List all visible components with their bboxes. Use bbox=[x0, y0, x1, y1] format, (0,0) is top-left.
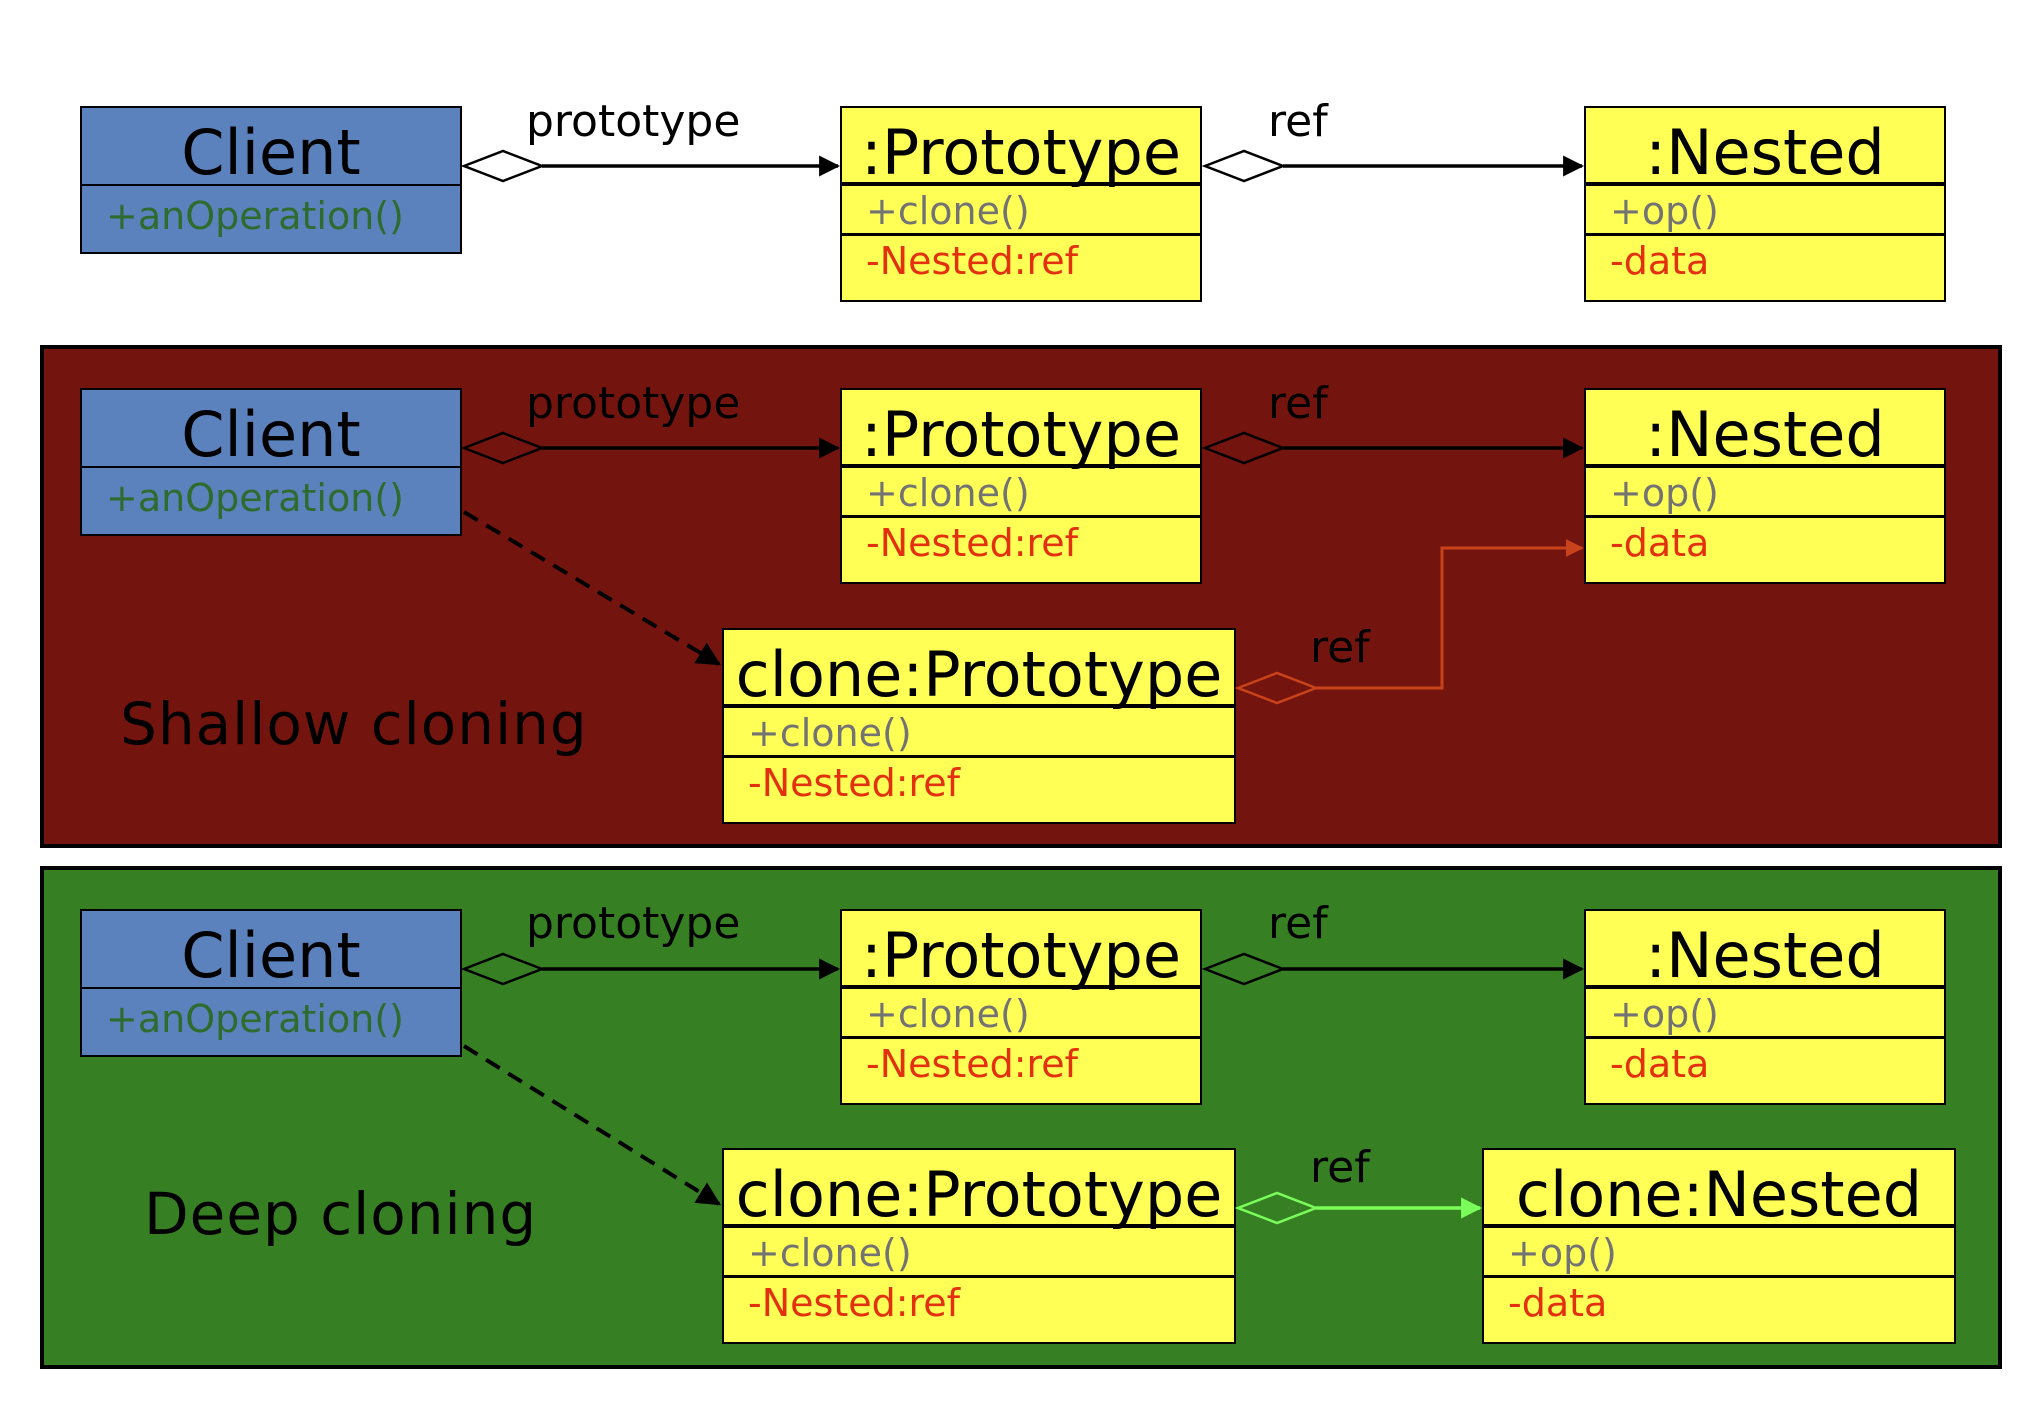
top-nested-operation: +op() bbox=[1586, 186, 1944, 236]
deep-clone-nested-name: clone:Nested bbox=[1484, 1150, 1954, 1231]
deep-clone-nested-box: clone:Nested +op() -data bbox=[1482, 1148, 1956, 1344]
shallow-clone-dashed-arrow bbox=[462, 510, 722, 666]
deep-nested-name: :Nested bbox=[1586, 911, 1944, 992]
top-client-operation: +anOperation() bbox=[106, 194, 404, 238]
shallow-nested-name: :Nested bbox=[1586, 390, 1944, 471]
deep-cloning-title: Deep cloning bbox=[144, 1180, 538, 1248]
shallow-clone-ref-diamond bbox=[1234, 671, 1320, 705]
deep-prototype-diamond bbox=[460, 952, 546, 986]
deep-clone-dashed-arrow bbox=[462, 1044, 722, 1206]
top-nested-box: :Nested +op() -data bbox=[1584, 106, 1946, 302]
shallow-clone-name: clone:Prototype bbox=[724, 630, 1234, 711]
deep-clone-box: clone:Prototype +clone() -Nested:ref bbox=[722, 1148, 1236, 1344]
top-ref-diamond bbox=[1201, 149, 1287, 183]
shallow-nested-operation: +op() bbox=[1586, 468, 1944, 518]
deep-prototype-label: prototype bbox=[526, 898, 741, 949]
deep-nested-box: :Nested +op() -data bbox=[1584, 909, 1946, 1105]
shallow-client-name: Client bbox=[82, 390, 460, 471]
shallow-clone-ref-label: ref bbox=[1310, 622, 1370, 673]
deep-client-box: Client +anOperation() bbox=[80, 909, 462, 1057]
shallow-nested-attribute: -data bbox=[1610, 521, 1710, 565]
top-nested-attribute: -data bbox=[1610, 239, 1710, 283]
top-nested-name: :Nested bbox=[1586, 108, 1944, 189]
deep-prototype-name: :Prototype bbox=[842, 911, 1200, 992]
deep-clone-attribute: -Nested:ref bbox=[748, 1281, 961, 1325]
deep-client-name: Client bbox=[82, 911, 460, 992]
deep-nested-attribute: -data bbox=[1610, 1042, 1710, 1086]
shallow-nested-box: :Nested +op() -data bbox=[1584, 388, 1946, 584]
shallow-clone-operation: +clone() bbox=[724, 708, 1234, 758]
shallow-clone-box: clone:Prototype +clone() -Nested:ref bbox=[722, 628, 1236, 824]
deep-clone-ref-label: ref bbox=[1310, 1142, 1370, 1193]
shallow-prototype-box: :Prototype +clone() -Nested:ref bbox=[840, 388, 1202, 584]
top-prototype-diamond bbox=[460, 149, 546, 183]
deep-prototype-attribute: -Nested:ref bbox=[866, 1042, 1079, 1086]
shallow-prototype-label: prototype bbox=[526, 378, 741, 429]
shallow-ref-label: ref bbox=[1268, 378, 1328, 429]
top-prototype-attribute: -Nested:ref bbox=[866, 239, 1079, 283]
top-prototype-operation: +clone() bbox=[842, 186, 1200, 236]
shallow-prototype-diamond bbox=[460, 431, 546, 465]
shallow-ref-diamond bbox=[1201, 431, 1287, 465]
top-prototype-name: :Prototype bbox=[842, 108, 1200, 189]
deep-ref-diamond bbox=[1201, 952, 1287, 986]
shallow-clone-ref-arrow bbox=[1316, 539, 1584, 690]
shallow-prototype-operation: +clone() bbox=[842, 468, 1200, 518]
deep-clone-nested-attribute: -data bbox=[1508, 1281, 1608, 1325]
shallow-prototype-attribute: -Nested:ref bbox=[866, 521, 1079, 565]
deep-prototype-box: :Prototype +clone() -Nested:ref bbox=[840, 909, 1202, 1105]
top-prototype-label: prototype bbox=[526, 96, 741, 147]
deep-clone-ref-diamond bbox=[1234, 1191, 1320, 1225]
deep-client-operation: +anOperation() bbox=[106, 997, 404, 1041]
deep-clone-operation: +clone() bbox=[724, 1228, 1234, 1278]
shallow-client-operation: +anOperation() bbox=[106, 476, 404, 520]
deep-prototype-operation: +clone() bbox=[842, 989, 1200, 1039]
shallow-cloning-title: Shallow cloning bbox=[120, 690, 588, 758]
shallow-clone-attribute: -Nested:ref bbox=[748, 761, 961, 805]
top-ref-label: ref bbox=[1268, 96, 1328, 147]
deep-ref-label: ref bbox=[1268, 898, 1328, 949]
top-prototype-box: :Prototype +clone() -Nested:ref bbox=[840, 106, 1202, 302]
top-client-box: Client +anOperation() bbox=[80, 106, 462, 254]
deep-clone-name: clone:Prototype bbox=[724, 1150, 1234, 1231]
deep-nested-operation: +op() bbox=[1586, 989, 1944, 1039]
shallow-client-box: Client +anOperation() bbox=[80, 388, 462, 536]
top-client-name: Client bbox=[82, 108, 460, 189]
deep-clone-nested-operation: +op() bbox=[1484, 1228, 1954, 1278]
shallow-prototype-name: :Prototype bbox=[842, 390, 1200, 471]
